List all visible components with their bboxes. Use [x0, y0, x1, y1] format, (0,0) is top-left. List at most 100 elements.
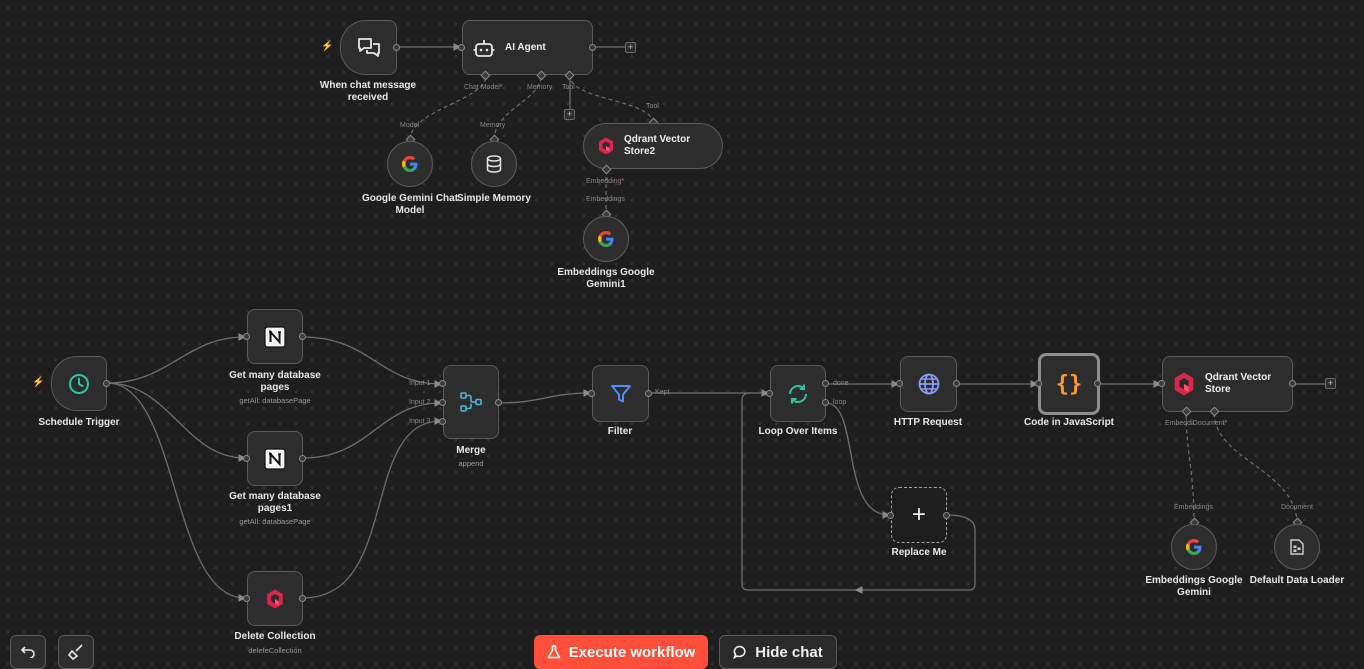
chat-icon — [357, 37, 380, 57]
code-icon: {} — [1055, 371, 1083, 397]
notion2-input-handle[interactable] — [243, 455, 250, 462]
loop-loop-handle[interactable] — [822, 399, 829, 406]
node-schedule-trigger[interactable] — [51, 356, 107, 411]
merge-input-1-handle[interactable] — [439, 380, 446, 387]
clock-icon — [69, 373, 89, 394]
flask-icon — [547, 645, 560, 659]
merge-input-3-handle[interactable] — [439, 418, 446, 425]
ai-agent-add-button[interactable]: + — [625, 42, 636, 53]
node-replace-me[interactable]: + — [891, 487, 947, 543]
notion2-output-handle[interactable] — [299, 455, 306, 462]
notion-icon — [264, 325, 286, 348]
qdrant-title: Qdrant Vector Store — [1205, 372, 1272, 395]
delete-output-handle[interactable] — [299, 595, 306, 602]
filter-input-handle[interactable] — [588, 390, 595, 397]
ai-agent-add-tool-button[interactable]: + — [564, 109, 575, 120]
embeddings-gemini-label: Embeddings Google Gemini — [1145, 575, 1243, 598]
qdrant-add-button[interactable]: + — [1325, 378, 1336, 389]
code-input-handle[interactable] — [1035, 380, 1042, 387]
tidy-up-button[interactable] — [58, 635, 94, 669]
http-output-handle[interactable] — [953, 380, 960, 387]
notion1-sublabel: getAll: databasePage — [239, 396, 311, 405]
node-notion1[interactable] — [247, 309, 303, 364]
code-output-handle[interactable] — [1094, 380, 1101, 387]
node-gemini-chat[interactable] — [387, 141, 433, 187]
loop-input-handle[interactable] — [766, 390, 773, 397]
node-notion2[interactable] — [247, 431, 303, 486]
notion1-input-handle[interactable] — [243, 333, 250, 340]
embeddings-gemini-port-label: Embeddings — [1174, 504, 1213, 511]
google-icon — [1186, 539, 1202, 555]
node-qdrant2[interactable]: Qdrant Vector Store2 — [583, 123, 723, 169]
qdrant2-title: Qdrant Vector Store2 — [624, 134, 691, 157]
delete-label: Delete Collection — [234, 631, 316, 642]
node-filter[interactable] — [592, 365, 649, 422]
execute-workflow-button[interactable]: Execute workflow — [534, 635, 708, 669]
simple-memory-label: Simple Memory — [457, 193, 531, 204]
trigger-bolt-icon: ⚡ — [32, 377, 45, 388]
hide-chat-button[interactable]: Hide chat — [719, 635, 837, 669]
replace-input-handle[interactable] — [887, 512, 894, 519]
qdrant-icon — [599, 137, 613, 155]
gemini-chat-port-label: Model — [400, 122, 420, 129]
embeddings-gemini1-label: Embeddings Google Gemini1 — [557, 267, 655, 290]
code-label: Code in JavaScript — [1023, 417, 1115, 428]
node-http[interactable] — [900, 356, 957, 412]
loop-done-handle[interactable] — [822, 380, 829, 387]
notion1-output-handle[interactable] — [299, 333, 306, 340]
replace-output-handle[interactable] — [943, 512, 950, 519]
node-code[interactable]: {} — [1038, 353, 1100, 415]
loop-done-label: done — [833, 380, 849, 387]
qdrant-output-handle[interactable] — [1289, 380, 1296, 387]
node-chat-trigger[interactable] — [340, 20, 397, 75]
node-qdrant[interactable]: Qdrant Vector Store — [1162, 356, 1293, 412]
merge-output-handle[interactable] — [495, 399, 502, 406]
loop-loop-label: loop — [833, 399, 847, 406]
schedule-output-handle[interactable] — [103, 380, 110, 387]
delete-sublabel: deleteCollection — [248, 646, 302, 655]
replace-label: Replace Me — [891, 547, 947, 558]
ai-agent-output-handle[interactable] — [589, 44, 596, 51]
node-loop[interactable] — [770, 365, 826, 422]
notion-icon — [264, 447, 286, 470]
node-embeddings-gemini[interactable] — [1171, 524, 1217, 570]
chat-trigger-label: When chat message received — [319, 80, 417, 103]
chat-trigger-output-handle[interactable] — [393, 44, 400, 51]
google-icon — [402, 156, 418, 172]
data-loader-label: Default Data Loader — [1249, 575, 1345, 586]
trigger-bolt-icon: ⚡ — [321, 41, 334, 52]
node-merge[interactable] — [443, 365, 499, 439]
chat-bubble-icon — [733, 645, 746, 659]
merge-input-3-label: Input 3 — [409, 418, 431, 425]
simple-memory-port-label: Memory — [480, 122, 506, 129]
node-data-loader[interactable] — [1274, 524, 1320, 570]
qdrant-input-handle[interactable] — [1158, 380, 1165, 387]
notion2-label: Get many database pages1 — [229, 491, 321, 514]
gemini-chat-label: Google Gemini Chat Model — [361, 193, 459, 216]
qdrant-port-labels: EmbeddiDocument* — [1165, 420, 1228, 427]
node-embeddings-gemini1[interactable] — [583, 216, 629, 262]
node-ai-agent[interactable]: AI Agent — [462, 20, 593, 75]
undo-button[interactable] — [10, 635, 46, 669]
add-node-icon: + — [911, 501, 926, 528]
qdrant2-port-embedding: Embedding* — [586, 178, 625, 185]
ai-agent-input-handle[interactable] — [458, 44, 465, 51]
http-input-handle[interactable] — [896, 380, 903, 387]
delete-input-handle[interactable] — [243, 595, 250, 602]
ai-agent-port-tool: Tool — [562, 84, 575, 91]
edge-merge-filter — [498, 389, 592, 404]
node-delete-collection[interactable] — [247, 571, 303, 626]
undo-icon — [21, 646, 35, 658]
filter-label: Filter — [607, 426, 633, 437]
node-simple-memory[interactable] — [471, 141, 517, 187]
ai-agent-port-chat-model: Chat Model* — [464, 84, 503, 91]
filter-output-handle[interactable] — [645, 390, 652, 397]
database-icon — [486, 155, 502, 173]
merge-input-2-handle[interactable] — [439, 399, 446, 406]
merge-label: Merge — [456, 445, 486, 456]
notion1-label: Get many database pages — [229, 370, 321, 393]
document-icon — [1290, 539, 1304, 555]
ai-agent-port-memory: Memory — [527, 84, 553, 91]
qdrant-icon — [1174, 372, 1194, 396]
